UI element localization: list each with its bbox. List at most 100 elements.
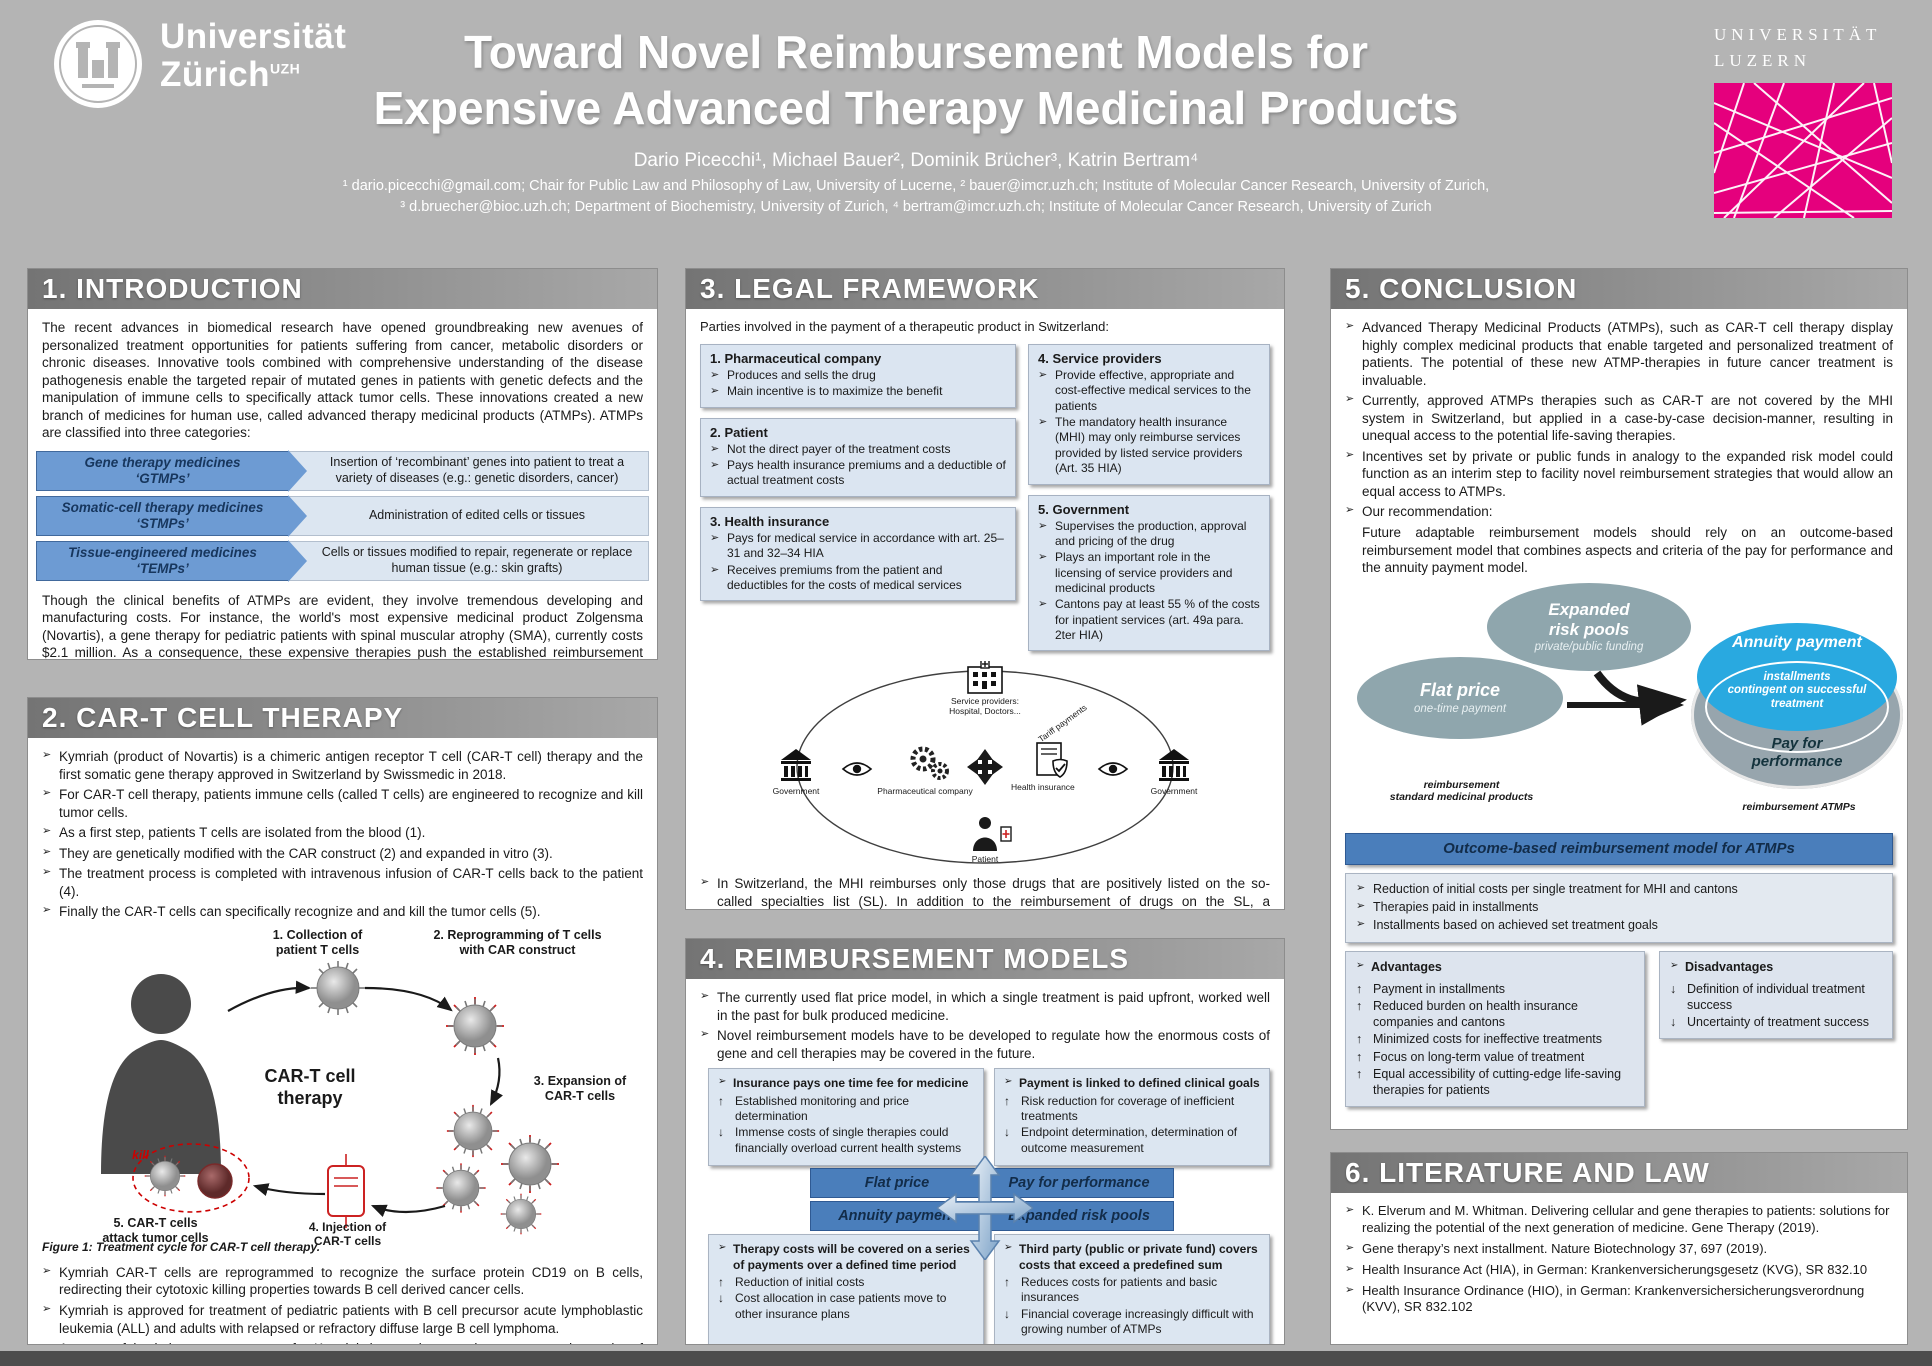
cart-bullet: For CAR-T cell therapy, patients immune … bbox=[42, 786, 643, 821]
car-t-cell bbox=[499, 1192, 542, 1235]
pay-performance-head: Payment is linked to defined clinical go… bbox=[1004, 1076, 1260, 1091]
flat-title: Flat price bbox=[1419, 680, 1501, 701]
t-cell bbox=[309, 960, 366, 1016]
section-reimbursement-models: 4. REIMBURSEMENT MODELS The currently us… bbox=[685, 938, 1285, 1345]
introduction-heading: 1. INTRODUCTION bbox=[28, 269, 657, 309]
hospital-icon bbox=[967, 659, 1003, 695]
party-box-title: 3. Health insurance bbox=[710, 513, 830, 529]
cart-bullet: Kymriah CAR-T cells are reprogrammed to … bbox=[42, 1264, 643, 1299]
risk-pools-head: Third party (public or private fund) cov… bbox=[1004, 1242, 1260, 1273]
legal-right-column: 4. Service providers Provide effective, … bbox=[1028, 344, 1270, 661]
category-name: Gene therapy medicines bbox=[84, 454, 241, 470]
bank-icon bbox=[781, 749, 811, 782]
models-bullet: Novel reimbursement models have to be de… bbox=[700, 1027, 1270, 1062]
diagram-insurance-label: Health insurance bbox=[1011, 782, 1075, 793]
insurance-doc-icon bbox=[1036, 742, 1068, 779]
authors: Dario Picecchi¹, Michael Bauer², Dominik… bbox=[633, 150, 1199, 172]
tumor-cell bbox=[196, 1163, 233, 1199]
category-acronym: ‘TEMPs’ bbox=[136, 560, 189, 576]
pro-text: Focus on long-term value of treatment bbox=[1373, 1049, 1585, 1064]
annuity-title: Annuity payment bbox=[1732, 633, 1862, 651]
con-mark: ↓ bbox=[1004, 1306, 1010, 1321]
poster-header: Toward Novel Reimbursement Models for Ex… bbox=[330, 24, 1502, 218]
legal-diagram: Service providers:Hospital, Doctors... P… bbox=[705, 659, 1265, 873]
eye-icon bbox=[841, 762, 873, 777]
risk-sub: private/public funding bbox=[1534, 641, 1644, 654]
party-box-bullet: Cantons pay at least 55 % of the costs f… bbox=[1038, 597, 1260, 643]
section-cart-therapy: 2. CAR-T CELL THERAPY Kymriah (product o… bbox=[27, 697, 658, 1345]
luzern-logo-line2: LUZERN bbox=[1714, 50, 1812, 70]
conclusion-bullet: Incentives set by private or public fund… bbox=[1345, 448, 1893, 501]
pro-mark: ↑ bbox=[1356, 1032, 1363, 1047]
pro-text: Established monitoring and price determi… bbox=[735, 1093, 910, 1123]
affiliation-line1: ¹ dario.picecchi@gmail.com; Chair for Pu… bbox=[342, 178, 1490, 195]
category-acronym: ‘STMPs’ bbox=[136, 515, 189, 531]
outcome-banner: Outcome-based reimbursement model for AT… bbox=[1345, 832, 1893, 865]
diagram-service-providers-label: Service providers:Hospital, Doctors... bbox=[949, 696, 1021, 717]
literature-heading: 6. LITERATURE AND LAW bbox=[1331, 1153, 1907, 1193]
uzh-logo-sup: UZH bbox=[269, 60, 301, 77]
literature-list: K. Elverum and M. Whitman. Delivering ce… bbox=[1331, 1193, 1907, 1330]
atmp-category-table: Gene therapy medicines ‘GTMPs’ Insertion… bbox=[28, 450, 657, 581]
annuity-box: Therapy costs will be covered on a serie… bbox=[708, 1234, 984, 1344]
cart-bullet: Kymriah (product of Novartis) is a chime… bbox=[42, 748, 643, 783]
pro-text: Risk reduction for coverage of inefficie… bbox=[1021, 1093, 1235, 1123]
luzern-logo-line1: UNIVERSITÄT bbox=[1714, 25, 1882, 44]
legal-bullets: In Switzerland, the MHI reimburses only … bbox=[686, 873, 1284, 909]
outcome-bullet: Reduction of initial costs per single tr… bbox=[1356, 881, 1882, 897]
kill-zone-outline bbox=[131, 1143, 250, 1213]
legal-heading: 3. LEGAL FRAMEWORK bbox=[686, 269, 1284, 309]
advantages-title: Advantages bbox=[1356, 959, 1634, 975]
luzern-logo-mark bbox=[1713, 82, 1893, 219]
legal-intro: Parties involved in the payment of a the… bbox=[700, 319, 1110, 334]
conclusion-bullet: Currently, approved ATMPs therapies such… bbox=[1345, 392, 1893, 445]
party-box-bullet: Pays health insurance premiums and a ded… bbox=[710, 458, 1006, 489]
section-legal-framework: 3. LEGAL FRAMEWORK Parties involved in t… bbox=[685, 268, 1285, 910]
party-box-patient: 2. Patient Not the direct payer of the t… bbox=[700, 417, 1016, 497]
category-arrow-gtmp: Gene therapy medicines ‘GTMPs’ bbox=[36, 450, 288, 491]
cart-bullet: The treatment process is completed with … bbox=[42, 865, 643, 900]
figure-kill-label: kill bbox=[132, 1147, 149, 1162]
party-box-government: 5. Government Supervises the production,… bbox=[1028, 494, 1270, 652]
con-mark: ↓ bbox=[718, 1125, 724, 1140]
uzh-logo: Universität ZürichUZH bbox=[52, 18, 346, 110]
models-heading: 4. REIMBURSEMENT MODELS bbox=[686, 939, 1284, 979]
literature-item: K. Elverum and M. Whitman. Delivering ce… bbox=[1345, 1203, 1893, 1237]
pro-mark: ↑ bbox=[1004, 1274, 1010, 1289]
party-box-bullet: Supervises the production, approval and … bbox=[1038, 519, 1260, 550]
legal-party-boxes: 1. Pharmaceutical company Produces and s… bbox=[686, 338, 1284, 661]
con-mark: ↓ bbox=[1670, 981, 1677, 996]
category-arrow-stmp: Somatic-cell therapy medicines ‘STMPs’ bbox=[36, 495, 288, 536]
flat-price-head: Insurance pays one time fee for medicine bbox=[718, 1076, 974, 1091]
category-desc-temp: Cells or tissues modified to repair, reg… bbox=[288, 540, 649, 581]
party-box-providers: 4. Service providers Provide effective, … bbox=[1028, 344, 1270, 485]
con-text: Immense costs of single therapies could … bbox=[735, 1125, 962, 1155]
pay-performance-bar: Pay for performance bbox=[984, 1168, 1174, 1199]
luzern-logo-text: UNIVERSITÄT LUZERN bbox=[1714, 22, 1904, 73]
cart-bullet: As a first step, patients T cells are is… bbox=[42, 824, 643, 842]
pro-text: Reduction of initial costs bbox=[735, 1274, 865, 1289]
diagram-pharma-label: Pharmaceutical company bbox=[877, 786, 973, 797]
patient-silhouette bbox=[100, 973, 221, 1174]
pro-mark: ↑ bbox=[1356, 1049, 1363, 1064]
cart-bullets: Kymriah (product of Novartis) is a chime… bbox=[28, 738, 657, 926]
outcome-bullets-box: Reduction of initial costs per single tr… bbox=[1345, 872, 1893, 944]
car-t-cell bbox=[444, 996, 505, 1056]
legal-bullet: In Switzerland, the MHI reimburses only … bbox=[700, 875, 1270, 909]
diagram-government-left-label: Government bbox=[772, 786, 820, 797]
party-box-title: 4. Service providers bbox=[1038, 351, 1162, 366]
party-box-title: 1. Pharmaceutical company bbox=[710, 351, 882, 366]
uzh-crest-icon bbox=[54, 20, 142, 108]
con-text: Financial coverage increasingly difficul… bbox=[1021, 1306, 1254, 1336]
conclusion-bullet: Advanced Therapy Medicinal Products (ATM… bbox=[1345, 319, 1893, 389]
party-box-bullet: Produces and sells the drug bbox=[710, 368, 1006, 383]
